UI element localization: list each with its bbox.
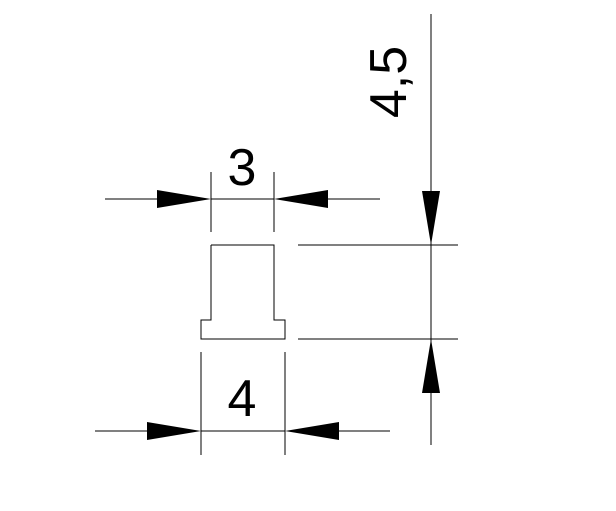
- bottom-width-dimension: 4: [95, 352, 390, 455]
- height-arrow-top: [422, 191, 440, 245]
- top-width-dimension: 3: [105, 139, 380, 232]
- height-arrow-bottom: [422, 339, 440, 393]
- top-width-label: 3: [228, 139, 257, 197]
- height-label: 4,5: [360, 46, 418, 118]
- top-width-arrow-right: [274, 190, 328, 208]
- top-width-arrow-left: [157, 190, 211, 208]
- bottom-width-label: 4: [228, 370, 257, 428]
- part-outline: [200, 244, 286, 340]
- bottom-width-arrow-left: [147, 422, 201, 440]
- height-dimension: 4,5: [298, 14, 458, 445]
- bottom-width-arrow-right: [285, 422, 339, 440]
